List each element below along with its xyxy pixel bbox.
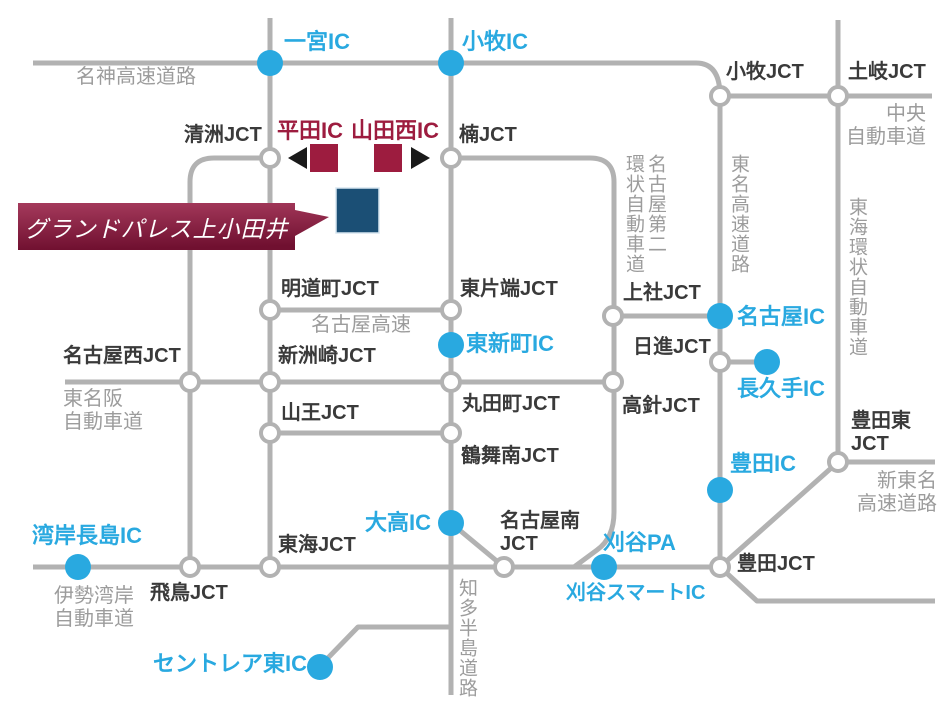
node-komaki-ic	[438, 50, 464, 76]
node-nagakute-ic	[754, 349, 780, 375]
label-marutacho-jct: 丸田町JCT	[462, 393, 560, 415]
label-hirata-ic: 平田IC	[277, 118, 344, 143]
label-kusu-jct: 楠JCT	[459, 124, 517, 146]
node-higashishincho-ic	[438, 332, 464, 358]
node-ichinomiya-ic	[257, 50, 283, 76]
label-wangan-nagashima-ic: 湾岸長島IC	[32, 523, 143, 548]
label-asuka-jct: 飛鳥JCT	[150, 582, 228, 604]
label-nagoyaminami-jct: 名古屋南 JCT	[500, 510, 580, 556]
label-ichinomiya-ic: 一宮IC	[284, 29, 351, 54]
label-toki-jct: 土岐JCT	[848, 61, 926, 83]
road-label-isewangan: 伊勢湾岸 自動車道	[54, 585, 134, 631]
label-odaka-ic: 大高IC	[365, 510, 432, 535]
property-marker-square	[335, 187, 380, 234]
node-nagoyaminami-jct	[493, 556, 515, 578]
node-marutacho-jct	[440, 371, 462, 393]
road-label-chita: 知多半島道路	[456, 578, 477, 698]
jct-nodes	[179, 85, 849, 578]
label-sanno-jct: 山王JCT	[281, 402, 359, 424]
label-nisshin-jct: 日進JCT	[633, 336, 711, 358]
node-higashikataha-jct	[440, 299, 462, 321]
node-odaka-ic	[438, 510, 464, 536]
node-kiyosu-jct	[259, 147, 281, 169]
node-nagoyanishi-jct	[179, 371, 201, 393]
node-takabari-jct	[602, 371, 624, 393]
node-toki-jct	[827, 85, 849, 107]
label-shinsuzaki-jct: 新洲崎JCT	[278, 345, 376, 367]
road-label-meinikan: 名古屋第二 環状自動車道	[623, 154, 666, 274]
label-yamadanishi-ic: 山田西IC	[351, 118, 440, 143]
label-kariya-pa: 刈谷PA	[603, 530, 676, 555]
property-name-banner-label: グランドパレス上小田井	[24, 216, 289, 243]
label-tokai-jct: 東海JCT	[278, 534, 356, 556]
right-arrow-icon	[411, 147, 430, 169]
node-kariya-pa	[591, 554, 617, 580]
road-label-meishin: 名神高速道路	[76, 66, 196, 88]
label-meidocho-jct: 明道町JCT	[281, 278, 379, 300]
label-komaki-jct: 小牧JCT	[726, 61, 804, 83]
label-tsurumaiminami-jct: 鶴舞南JCT	[461, 445, 559, 467]
node-asuka-jct	[179, 556, 201, 578]
road-label-tomei: 東名高速道路	[728, 154, 749, 274]
node-nagoya-ic	[707, 303, 733, 329]
node-tokai-jct	[259, 556, 281, 578]
label-nagoyanishi-jct: 名古屋西JCT	[63, 345, 181, 367]
road-toyota-southeast	[718, 565, 935, 604]
label-takabari-jct: 高針JCT	[622, 395, 700, 417]
node-komaki-jct	[709, 85, 731, 107]
left-arrow-icon	[288, 147, 307, 169]
road-label-chuo: 中央 自動車道	[846, 103, 926, 149]
node-sanno-jct	[259, 422, 281, 444]
hirata-ic-square	[310, 144, 338, 172]
node-tsurumaiminami-jct	[440, 422, 462, 444]
node-kusu-jct	[440, 147, 462, 169]
label-kiyosu-jct: 清洲JCT	[184, 124, 262, 146]
label-centrair-higashi-ic: セントレア東IC	[153, 651, 308, 676]
label-toyota-ic: 豊田IC	[730, 451, 797, 476]
node-centrair-higashi-ic	[307, 654, 333, 680]
node-toyotahigashi-jct	[827, 451, 849, 473]
label-higashikataha-jct: 東片端JCT	[460, 278, 558, 300]
label-higashishincho-ic: 東新町IC	[466, 331, 555, 356]
label-kamiyashiro-jct: 上社JCT	[623, 282, 701, 304]
road-label-tokaikanjo: 東海環状自動車道	[846, 197, 867, 357]
label-nagoya-ic: 名古屋IC	[737, 304, 826, 329]
yamadanishi-ic-square	[374, 144, 402, 172]
node-toyota-jct	[709, 556, 731, 578]
label-toyota-jct: 豊田JCT	[737, 553, 815, 575]
node-wangan-nagashima-ic	[65, 554, 91, 580]
ic-nodes	[65, 50, 780, 680]
label-komaki-ic: 小牧IC	[462, 29, 529, 54]
node-toyota-ic	[707, 477, 733, 503]
property-banner	[18, 203, 329, 250]
road-kiyosu-branch	[187, 155, 270, 567]
road-centrair-spur	[322, 624, 451, 664]
road-label-tomeihan: 東名阪 自動車道	[63, 388, 143, 434]
road-label-nagoya-kosoku: 名古屋高速	[311, 314, 411, 336]
label-kariya-smart-ic: 刈谷スマートIC	[566, 582, 706, 604]
label-nagakute-ic: 長久手IC	[737, 376, 826, 401]
node-meidocho-jct	[259, 299, 281, 321]
node-kamiyashiro-jct	[602, 305, 624, 327]
node-shinsuzaki-jct	[259, 371, 281, 393]
road-meinikan-ring	[451, 155, 617, 570]
road-label-shintomei: 新東名 高速道路	[857, 470, 937, 516]
node-nisshin-jct	[709, 351, 731, 373]
label-toyotahigashi-jct: 豊田東 JCT	[851, 410, 911, 456]
